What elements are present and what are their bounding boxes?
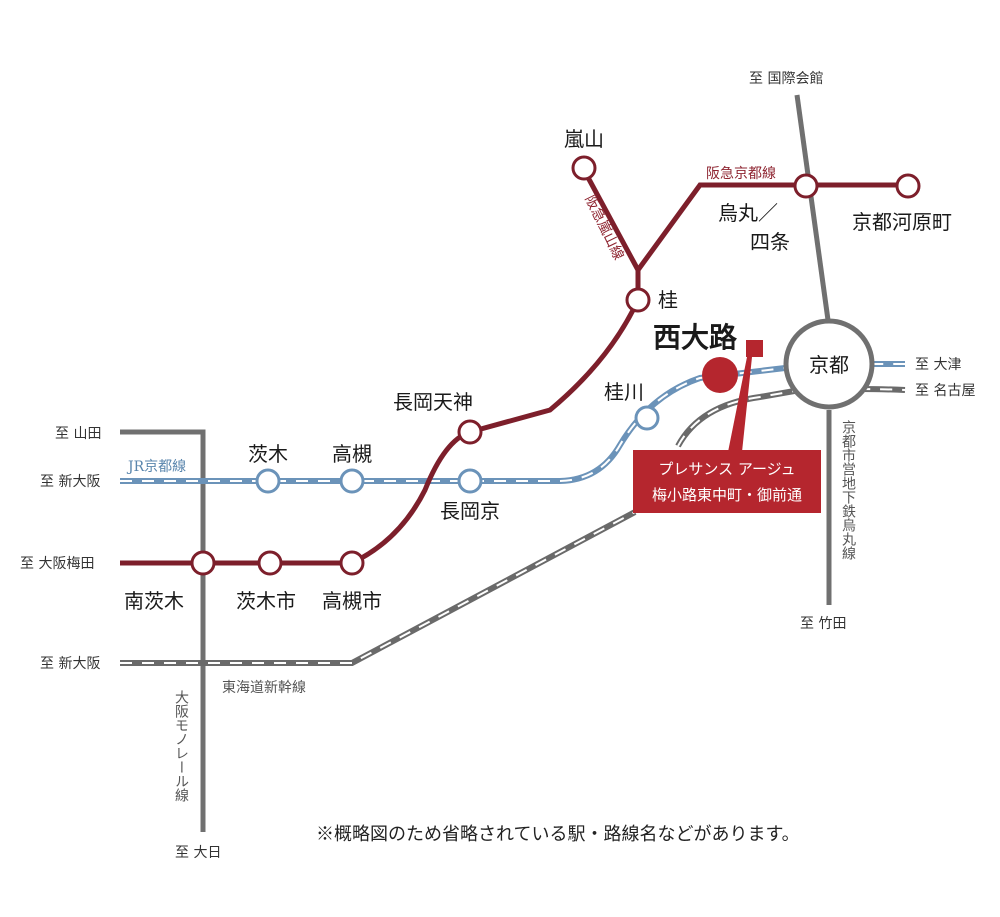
station-ibaraki-shi: 茨木市 (236, 589, 296, 613)
station-kyoto-marker (783, 318, 875, 410)
station-minami-ibaraki: 南茨木 (124, 589, 184, 613)
property-name-line1: プレサンス アージュ (658, 460, 795, 478)
station-nishioji-marker (702, 357, 738, 393)
line-label-subway-karasuma: 京都市営地下鉄烏丸線 (840, 420, 856, 560)
terminal-shin-osaka-shinkansen: 至 新大阪 (40, 656, 100, 672)
property-marker (746, 340, 763, 357)
line-label-shinkansen: 東海道新幹線 (222, 679, 306, 696)
station-ibaraki-marker (255, 468, 281, 494)
monorail-line (120, 429, 206, 832)
station-arashiyama: 嵐山 (564, 127, 604, 151)
station-nagaokakyo: 長岡京 (440, 499, 500, 523)
station-nishioji: 西大路 (653, 321, 738, 354)
station-takatsuki-shi-marker (339, 550, 365, 576)
line-label-monorail: 大阪モノレール線 (173, 690, 189, 802)
line-label-jr-kyoto: JR京都線 (126, 459, 186, 475)
station-katsura-marker (625, 287, 651, 313)
subway-karasuma-north (794, 94, 831, 321)
station-takatsuki-marker (339, 468, 365, 494)
station-katsuragawa-marker (634, 405, 660, 431)
station-karasuma-shijo-2: 四条 (750, 230, 790, 254)
terminal-yamada: 至 山田 (55, 426, 101, 442)
station-nagaoka-tenjin-marker (457, 419, 483, 445)
station-nagaoka-tenjin: 長岡天神 (393, 390, 473, 414)
station-minami-ibaraki-marker (190, 550, 216, 576)
terminal-nagoya: 至 名古屋 (915, 383, 975, 399)
station-kyoto-kawaramachi: 京都河原町 (852, 210, 952, 234)
shinkansen-line (120, 509, 637, 666)
station-arashiyama-marker (571, 155, 597, 181)
terminal-otsu: 至 大津 (915, 357, 961, 373)
station-katsuragawa: 桂川 (604, 380, 644, 404)
station-katsura: 桂 (658, 288, 678, 312)
terminal-takeda: 至 竹田 (800, 616, 846, 632)
terminal-shin-osaka-jr: 至 新大阪 (40, 474, 100, 490)
station-takatsuki: 高槻 (332, 442, 372, 466)
station-kyoto: 京都 (809, 353, 849, 377)
station-ibaraki: 茨木 (248, 442, 288, 466)
terminal-dainichi: 至 大日 (175, 845, 221, 861)
shinkansen-line-east (675, 386, 906, 448)
station-nagaokakyo-marker (457, 468, 483, 494)
hankyu-arashiyama-line (581, 168, 641, 272)
station-takatsuki-shi: 高槻市 (322, 589, 382, 613)
property-box (633, 450, 821, 513)
terminal-kokusai: 至 国際会館 (749, 70, 823, 87)
station-karasuma-shijo-1: 烏丸／ (718, 201, 778, 225)
line-label-hankyu-kyoto: 阪急京都線 (706, 166, 776, 182)
footnote: ※概略図のため省略されている駅・路線名などがあります。 (316, 824, 800, 845)
station-kawaramachi-marker (895, 173, 921, 199)
terminal-osaka-umeda: 至 大阪梅田 (20, 556, 94, 572)
station-karasuma-marker (793, 173, 819, 199)
station-ibaraki-shi-marker (257, 550, 283, 576)
property-name-line2: 梅小路東中町・御前通 (652, 486, 802, 504)
property-pointer (728, 357, 752, 452)
